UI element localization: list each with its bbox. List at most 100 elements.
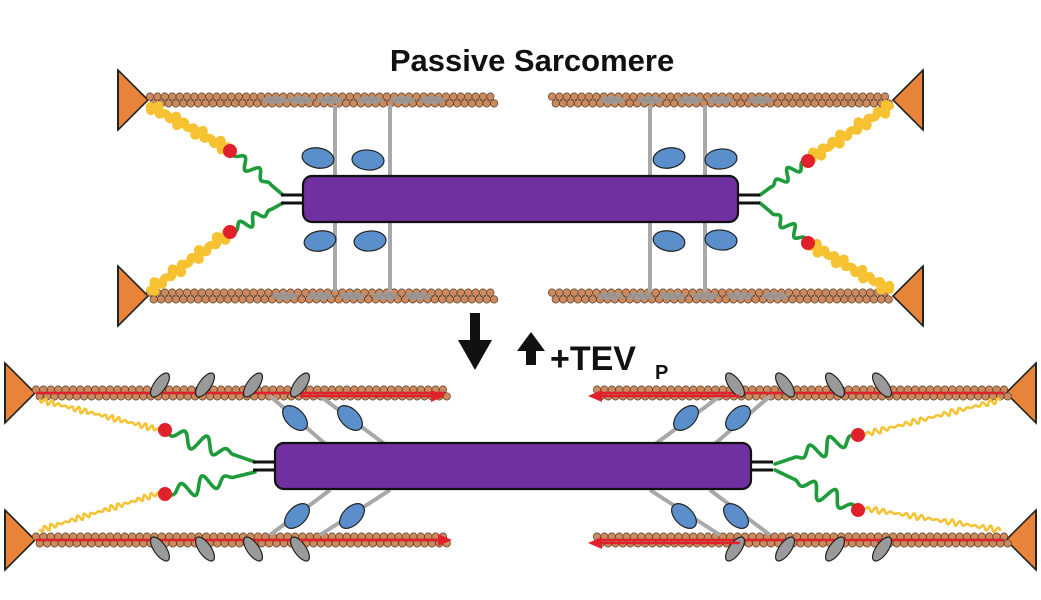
titin-spring: [758, 201, 810, 245]
actin-bead: [160, 92, 169, 101]
actin-bead: [795, 295, 804, 304]
actin-bead: [245, 99, 254, 108]
titin-extensible-segment: [38, 491, 162, 533]
actin-bead: [208, 99, 217, 108]
z-disk: [4, 508, 37, 572]
tev-label-subscript: P: [655, 362, 668, 384]
actin-bead: [869, 99, 878, 108]
actin-bead: [171, 99, 180, 108]
actin-bead: [814, 288, 823, 297]
actin-bead: [190, 288, 199, 297]
actin-bead: [566, 99, 575, 108]
myosin-head: [194, 536, 216, 562]
titin-extensible-segment: [860, 397, 1002, 437]
actin-bead: [253, 295, 262, 304]
myosin-head: [824, 372, 846, 398]
z-disk: [1004, 361, 1037, 425]
actin-bead: [486, 92, 495, 101]
actin-bead: [799, 92, 808, 101]
actin-bead: [555, 288, 564, 297]
actin-bead: [866, 288, 875, 297]
actin-bead: [434, 288, 443, 297]
actin-bead: [490, 99, 499, 108]
thick-filament: [301, 174, 740, 224]
actin-bead: [629, 92, 638, 101]
actin-bead: [836, 92, 845, 101]
actin-bead: [740, 92, 749, 101]
actin-bead: [840, 99, 849, 108]
actin-bead: [821, 288, 830, 297]
actin-bead: [884, 295, 893, 304]
actin-bead: [460, 295, 469, 304]
myosin-head: [824, 536, 846, 562]
actin-bead: [592, 92, 601, 101]
z-disk: [4, 361, 37, 425]
actin-bead: [547, 288, 557, 297]
actin-bead: [223, 99, 232, 108]
actin-bead: [231, 295, 240, 304]
actin-bead: [168, 92, 177, 101]
actin-bead: [832, 295, 841, 304]
actin-grey-segment: [419, 96, 445, 104]
force-arrow-icon: [588, 537, 602, 549]
actin-bead: [464, 92, 473, 101]
actin-bead: [880, 92, 890, 101]
actin-bead: [799, 288, 808, 297]
actin-bead: [788, 295, 797, 304]
titin-spring: [228, 148, 285, 197]
actin-bead: [810, 295, 819, 304]
actin-bead: [216, 99, 225, 108]
actin-grey-segment: [727, 292, 753, 300]
titin-extensible-segment: [804, 100, 894, 165]
actin-bead: [438, 295, 447, 304]
actin-bead: [551, 99, 560, 108]
actin-bead: [227, 288, 236, 297]
z-disk: [1004, 508, 1037, 572]
actin-bead: [825, 99, 834, 108]
titin-spring: [228, 201, 285, 234]
relax-arrow-shaft: [470, 313, 480, 345]
actin-bead: [810, 99, 819, 108]
actin-filament: [31, 385, 451, 401]
actin-bead: [1003, 392, 1012, 401]
actin-bead: [197, 288, 206, 297]
actin-bead: [858, 288, 867, 297]
labels: Passive Sarcomere +TEV P: [390, 43, 674, 384]
actin-bead: [449, 92, 458, 101]
actin-bead: [157, 295, 166, 304]
titin-extensible-segment: [145, 101, 234, 155]
actin-bead: [651, 288, 660, 297]
actin-grey-segment: [287, 96, 313, 104]
actin-grey-segment: [747, 96, 773, 104]
actin-bead: [625, 99, 634, 108]
actin-bead: [171, 295, 180, 304]
actin-bead: [205, 92, 214, 101]
actin-bead: [149, 295, 158, 304]
actin-bead: [478, 92, 488, 101]
actin-bead: [260, 295, 269, 304]
myosin-head: [351, 149, 385, 171]
actin-bead: [219, 92, 229, 101]
myosin-head: [871, 536, 893, 562]
titin-spring: [758, 158, 810, 197]
reverse-arrow-shaft: [526, 349, 536, 365]
actin-grey-segment: [707, 96, 733, 104]
actin-bead: [577, 288, 586, 297]
actin-bead: [467, 99, 476, 108]
actin-bead: [364, 295, 373, 304]
actin-bead: [732, 92, 742, 101]
actin-bead: [449, 288, 458, 297]
actin-grey-segment: [307, 292, 333, 300]
z-disk: [117, 264, 150, 328]
actin-bead: [806, 92, 816, 101]
actin-bead: [456, 92, 465, 101]
myosin-head: [673, 405, 699, 431]
actin-filament: [592, 385, 1012, 401]
myosin-head: [303, 230, 337, 252]
actin-bead: [145, 92, 155, 101]
actin-bead: [245, 295, 254, 304]
actin-bead: [829, 288, 838, 297]
actin-bead: [238, 99, 247, 108]
actin-bead: [814, 92, 823, 101]
